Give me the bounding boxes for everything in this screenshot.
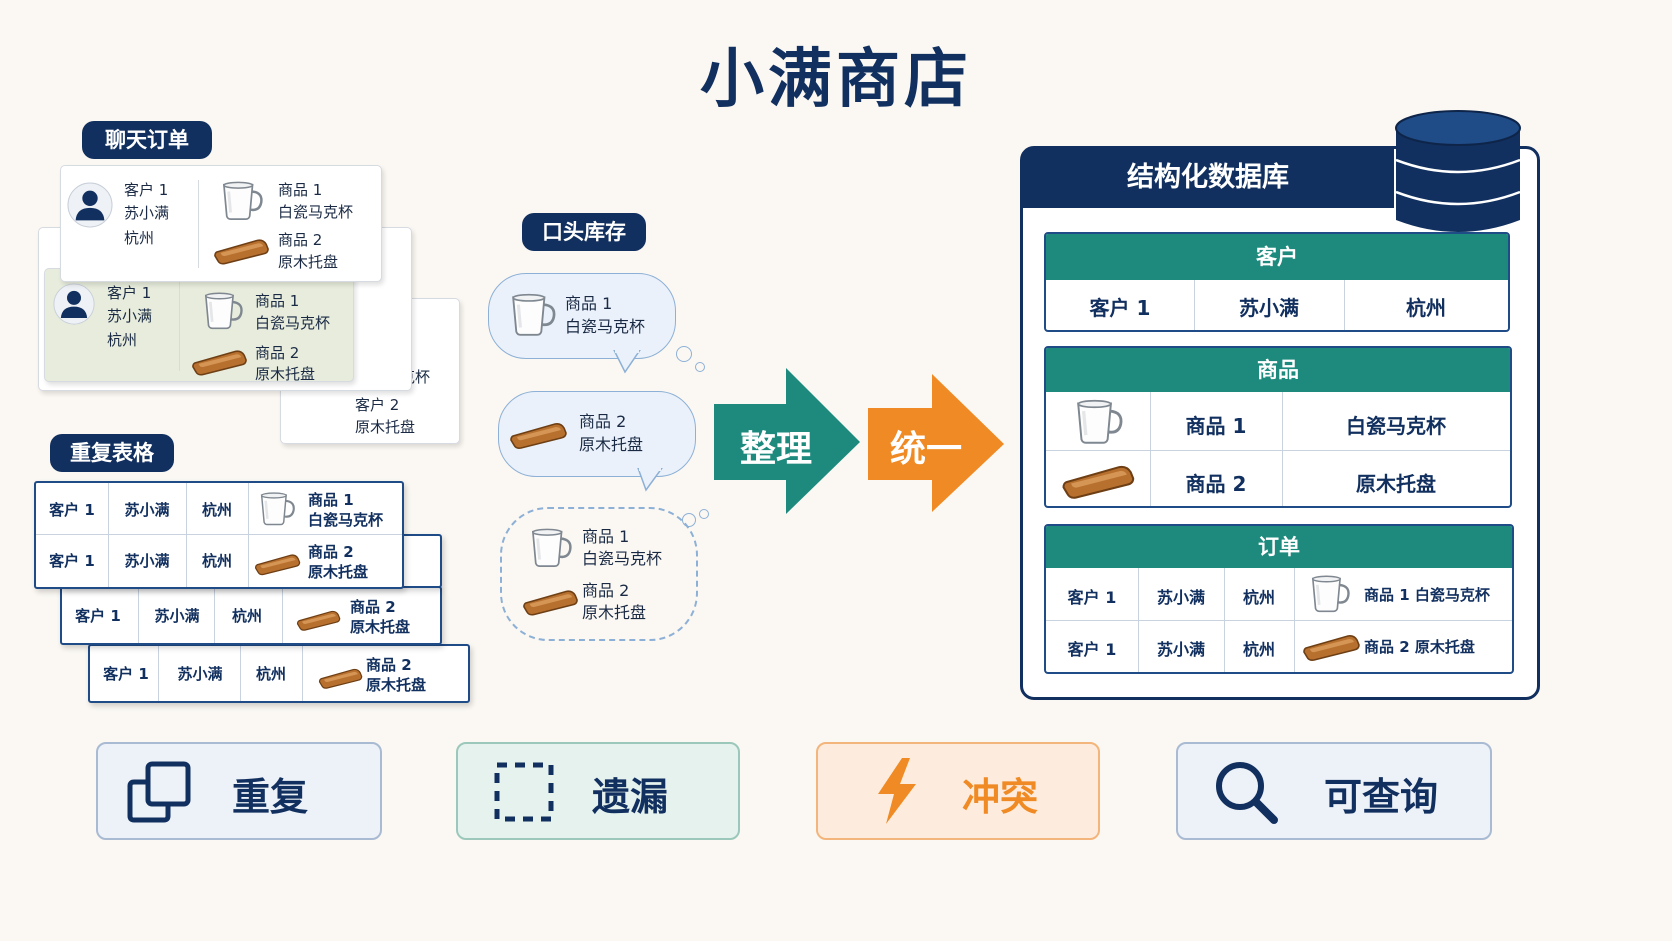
arrow-unify-label: 统一	[889, 429, 962, 470]
mug-icon	[1072, 398, 1128, 446]
box-conflict: 冲突	[816, 742, 1100, 840]
tray-icon	[296, 608, 342, 632]
tray-icon	[318, 666, 364, 690]
search-icon	[1216, 762, 1278, 824]
sheet-3: 客户 1 苏小满 杭州 商品 2 原木托盘	[88, 644, 470, 703]
tray-icon	[254, 551, 302, 577]
dashed-square-icon	[494, 762, 554, 822]
speech-bubble-1: 商品 1 白瓷马克杯	[488, 273, 676, 359]
arrow-organize-label: 整理	[739, 429, 812, 470]
box-queryable: 可查询	[1176, 742, 1492, 840]
speech-bubble-2: 商品 2 原木托盘	[498, 391, 696, 477]
arrow-organize	[714, 368, 860, 514]
db-table-orders: 订单 客户 1 苏小满 杭州 商品 1 白瓷马克杯 客户 1 苏小满 杭州 商品…	[1044, 524, 1514, 674]
bubble-tail	[613, 350, 641, 374]
sheet-2: 客户 1 苏小满 杭州 商品 2 原木托盘	[60, 586, 442, 645]
chat-card-front: 客户 1 苏小满 杭州 商品 1 白瓷马克杯 商品 2 原木托盘	[60, 165, 382, 282]
pill-chat-orders: 聊天订单	[82, 121, 212, 159]
mug-icon	[509, 292, 559, 338]
tray-icon	[1060, 462, 1138, 500]
mug-icon	[201, 291, 247, 331]
db-table-customers: 客户 客户 1 苏小满 杭州	[1044, 232, 1510, 332]
pill-repeated-sheets: 重复表格	[50, 434, 174, 472]
mug-icon	[528, 527, 576, 569]
bubble-tail	[637, 468, 663, 492]
mug-icon	[1308, 574, 1354, 614]
mug-icon	[219, 180, 267, 222]
tray-icon	[1302, 632, 1362, 662]
tray-icon	[213, 236, 271, 266]
avatar-icon	[53, 283, 95, 325]
database-title: 结构化数据库	[1022, 148, 1394, 208]
tray-icon	[509, 420, 569, 450]
copy-icon	[127, 761, 191, 823]
lightning-icon	[878, 758, 916, 824]
database-icon	[1395, 110, 1521, 232]
page-title: 小满商店	[700, 43, 972, 117]
tray-icon	[191, 347, 249, 377]
pill-oral-inventory: 口头库存	[522, 213, 646, 251]
avatar-icon	[67, 182, 113, 228]
chat-card-green: 客户 1 苏小满 杭州 商品 1 白瓷马克杯 商品 2 原木托盘	[44, 268, 354, 383]
mug-icon	[258, 491, 298, 527]
box-duplicate: 重复	[96, 742, 382, 840]
thought-bubble-dashed: 商品 1 白瓷马克杯 商品 2 原木托盘	[500, 507, 698, 641]
sheet-1: 客户 1 苏小满 杭州 商品 1 白瓷马克杯 客户 1 苏小满 杭州 商品 2 …	[34, 481, 404, 589]
arrow-unify	[868, 374, 1004, 512]
tray-icon	[522, 587, 580, 617]
box-missing: 遗漏	[456, 742, 740, 840]
db-table-products: 商品 商品 1 白瓷马克杯 商品 2 原木托盘	[1044, 346, 1512, 508]
